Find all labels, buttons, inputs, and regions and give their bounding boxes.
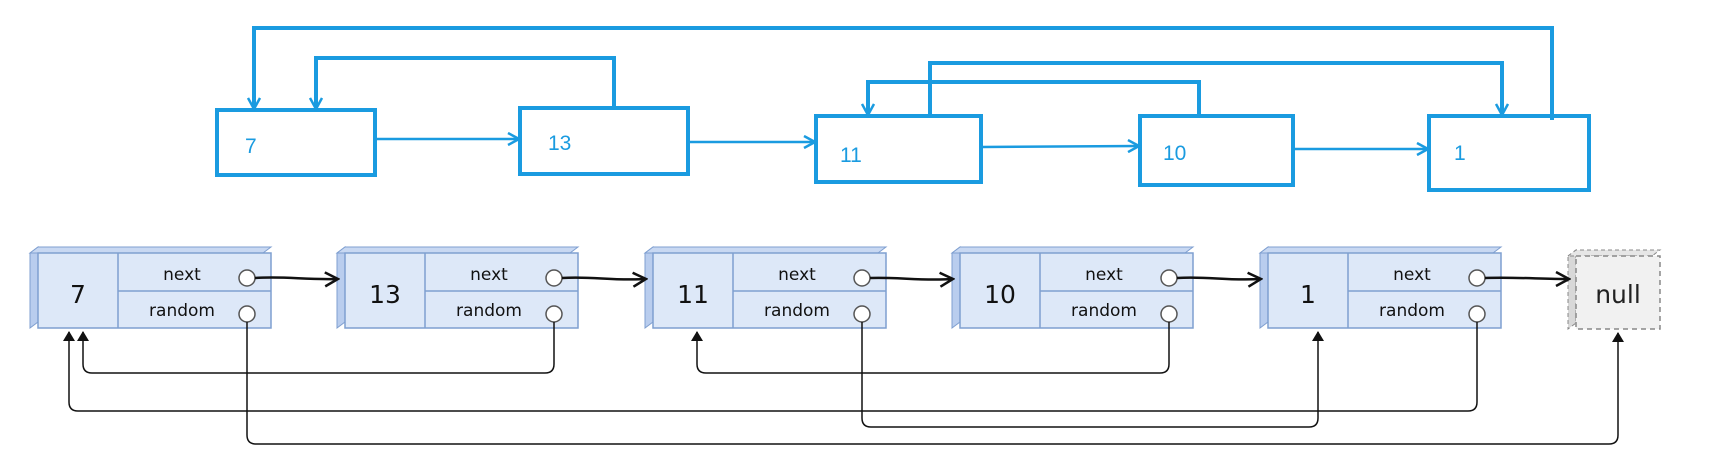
- next-pointer-port: [1160, 269, 1178, 287]
- node-3d-top: [28, 246, 273, 254]
- next-arrow-11-10: [869, 278, 952, 280]
- node-3d-side: [644, 246, 654, 329]
- random-field-label: random: [1379, 301, 1445, 321]
- list-node-10: 10 next random: [950, 246, 1195, 329]
- node-3d-side: [1259, 246, 1269, 329]
- null-3d-top: [1566, 249, 1662, 257]
- next-pointer-port: [853, 269, 871, 287]
- node-value: 1: [1300, 280, 1316, 309]
- list-diagram: 7 next random 13 next random 11: [28, 246, 1662, 445]
- random-arrow-7-null: [246, 322, 1624, 445]
- list-node-1: 1 next random: [1258, 246, 1503, 329]
- sketch-node-7: [215, 108, 377, 177]
- node-3d-side: [29, 246, 39, 329]
- sketch-random-arrow-10-11: [868, 80, 1201, 116]
- node-value: 11: [677, 280, 709, 309]
- node-3d-top: [950, 246, 1195, 254]
- sketch-node-11: [814, 114, 983, 184]
- next-field-label: next: [778, 265, 816, 285]
- list-node-7: 7 next random: [28, 246, 273, 329]
- random-field-label: random: [764, 301, 830, 321]
- random-arrow-13-7: [77, 322, 555, 374]
- null-label: null: [1595, 280, 1641, 309]
- null-body: [1575, 255, 1661, 330]
- next-field-label: next: [163, 265, 201, 285]
- next-arrow-13-11: [561, 278, 645, 280]
- sketch-next-arrow-11-10: [980, 146, 1138, 147]
- next-pointer-port: [545, 269, 563, 287]
- null-3d-side: [1567, 249, 1577, 330]
- node-3d-side: [951, 246, 961, 329]
- null-node: null: [1566, 249, 1662, 330]
- sketch-node-10-label: 10: [1163, 142, 1186, 165]
- node-3d-top: [1258, 246, 1503, 254]
- random-arrow-10-11: [691, 322, 1170, 374]
- random-field-label: random: [149, 301, 215, 321]
- sketch-node-13: [518, 106, 690, 176]
- node-value: 10: [984, 280, 1016, 309]
- node-3d-top: [335, 246, 580, 254]
- node-value: 7: [70, 280, 86, 309]
- random-pointer-port: [545, 305, 563, 323]
- random-arrow-1-7: [63, 322, 1478, 412]
- node-3d-top: [643, 246, 888, 254]
- sketch-node-11-label: 11: [840, 144, 862, 167]
- next-field-label: next: [1085, 265, 1123, 285]
- next-field-label: next: [470, 265, 508, 285]
- next-pointer-port: [238, 269, 256, 287]
- next-arrow-1-null: [1484, 278, 1568, 279]
- sketch-diagram: 7 13 11 10 1: [215, 26, 1591, 192]
- sketch-random-arrow-1-7: [254, 26, 1554, 120]
- node-value: 13: [369, 280, 401, 309]
- next-arrow-10-1: [1176, 278, 1260, 280]
- node-3d-side: [336, 246, 346, 329]
- random-field-label: random: [1071, 301, 1137, 321]
- list-node-13: 13 next random: [335, 246, 580, 329]
- random-field-label: random: [456, 301, 522, 321]
- sketch-node-1: [1427, 114, 1591, 192]
- sketch-random-arrow-13-7: [316, 56, 616, 108]
- sketch-random-arrow-11-1: [928, 61, 1502, 116]
- next-arrow-7-13: [254, 277, 337, 279]
- random-pointer-port: [1468, 305, 1486, 323]
- random-pointer-port: [853, 305, 871, 323]
- next-field-label: next: [1393, 265, 1431, 285]
- next-pointer-port: [1468, 269, 1486, 287]
- list-node-11: 11 next random: [643, 246, 888, 329]
- sketch-node-1-label: 1: [1454, 142, 1466, 165]
- random-arrow-11-1: [861, 322, 1324, 428]
- sketch-node-13-label: 13: [548, 132, 571, 155]
- random-pointer-port: [238, 305, 256, 323]
- sketch-node-7-label: 7: [245, 135, 257, 158]
- random-pointer-port: [1160, 305, 1178, 323]
